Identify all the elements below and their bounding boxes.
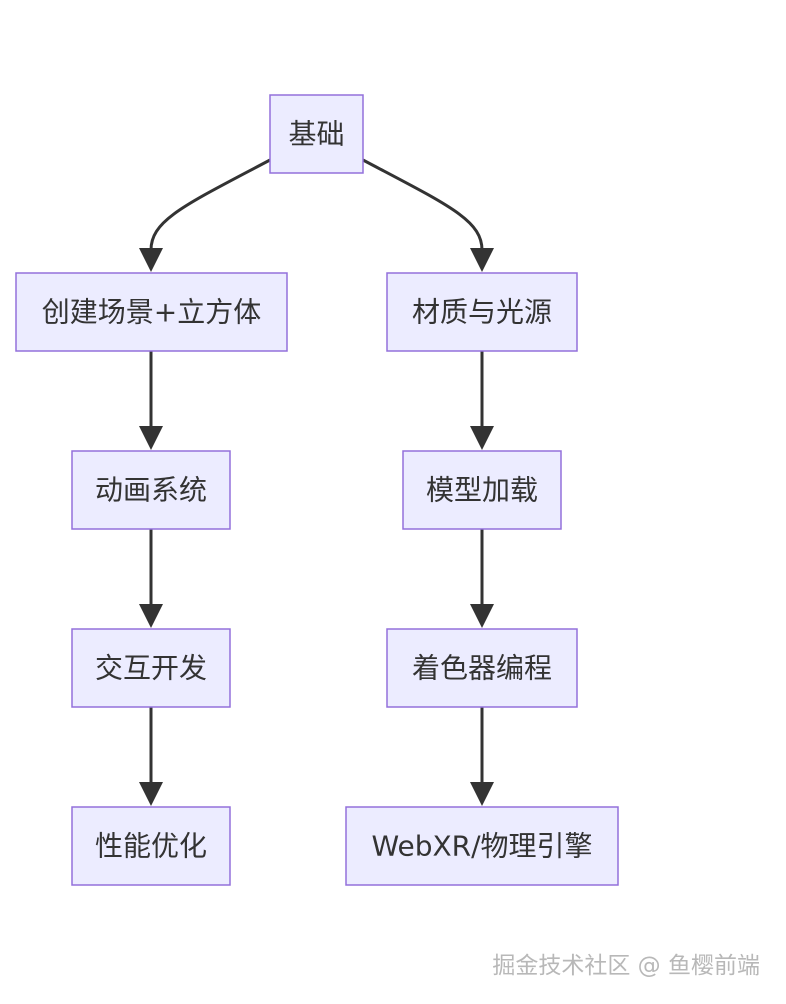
node-donghua-label: 动画系统 xyxy=(95,474,207,507)
node-caizhi-label: 材质与光源 xyxy=(412,296,552,329)
node-zhuose-label: 着色器编程 xyxy=(412,652,552,685)
node-jichu-label: 基础 xyxy=(288,118,344,151)
edge-jichu-to-chuangjian xyxy=(149,158,271,251)
node-zhuose: 着色器编程 xyxy=(386,628,578,708)
edge-jichu-to-caizhi xyxy=(362,158,484,251)
edges xyxy=(139,158,494,806)
watermark: 掘金技术社区 @ 鱼樱前端 xyxy=(492,953,760,979)
node-donghua: 动画系统 xyxy=(71,450,231,530)
node-webxr: WebXR/物理引擎 xyxy=(345,806,619,886)
arrowhead-webxr xyxy=(470,782,494,806)
node-caizhi: 材质与光源 xyxy=(386,272,578,352)
node-xingneng: 性能优化 xyxy=(71,806,231,886)
arrowhead-chuangjian xyxy=(139,248,163,272)
node-jiaohu-label: 交互开发 xyxy=(95,652,207,685)
node-jiaohu: 交互开发 xyxy=(71,628,231,708)
node-moxing-label: 模型加载 xyxy=(426,474,538,507)
arrowhead-jiaohu xyxy=(139,604,163,628)
arrowhead-xingneng xyxy=(139,782,163,806)
node-xingneng-label: 性能优化 xyxy=(95,830,207,863)
arrowhead-zhuose xyxy=(470,604,494,628)
node-jichu: 基础 xyxy=(269,94,364,174)
node-chuangjian-label: 创建场景+立方体 xyxy=(42,296,261,329)
node-webxr-label: WebXR/物理引擎 xyxy=(371,830,592,863)
arrowhead-moxing xyxy=(470,426,494,450)
node-moxing: 模型加载 xyxy=(402,450,562,530)
arrowhead-donghua xyxy=(139,426,163,450)
arrowhead-caizhi xyxy=(470,248,494,272)
node-chuangjian: 创建场景+立方体 xyxy=(15,272,288,352)
